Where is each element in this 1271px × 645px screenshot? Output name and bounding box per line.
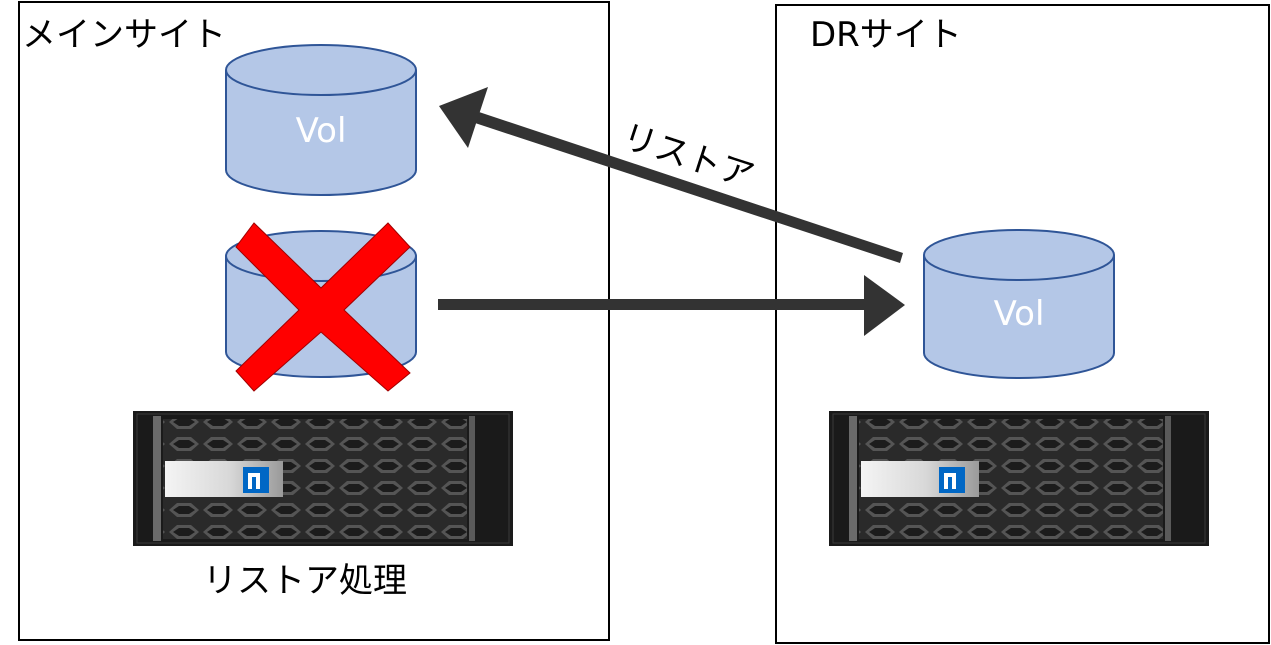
- dr-volume: Vol: [923, 229, 1115, 379]
- dr-site-border: [775, 4, 1270, 644]
- storage-handle: [861, 461, 979, 497]
- storage-array-icon: [133, 411, 513, 546]
- main-site-label: メインサイト: [22, 15, 226, 55]
- dr-volume-label: Vol: [994, 294, 1045, 334]
- main-volume-failed: [225, 222, 417, 392]
- cylinder-top: [225, 44, 417, 96]
- dr-site-label: DRサイト: [810, 15, 962, 55]
- restore-process-caption: リストア処理: [203, 561, 407, 601]
- database-cylinder-icon: [923, 255, 1115, 379]
- cross-icon: [235, 222, 411, 392]
- replication-arrow: [438, 275, 905, 336]
- database-cylinder-icon: [225, 70, 417, 196]
- storage-handle: [165, 461, 283, 497]
- storage-array-icon: [829, 411, 1209, 546]
- main-volume-restored: Vol: [225, 44, 417, 196]
- cylinder-top: [923, 229, 1115, 281]
- dr-site-panel: DRサイト Vol: [775, 4, 1270, 644]
- main-site-panel: メインサイト Vol リスト: [18, 1, 610, 641]
- main-volume-label: Vol: [296, 111, 347, 151]
- restore-arrow: リストア: [439, 87, 903, 263]
- main-site-border: [18, 1, 610, 641]
